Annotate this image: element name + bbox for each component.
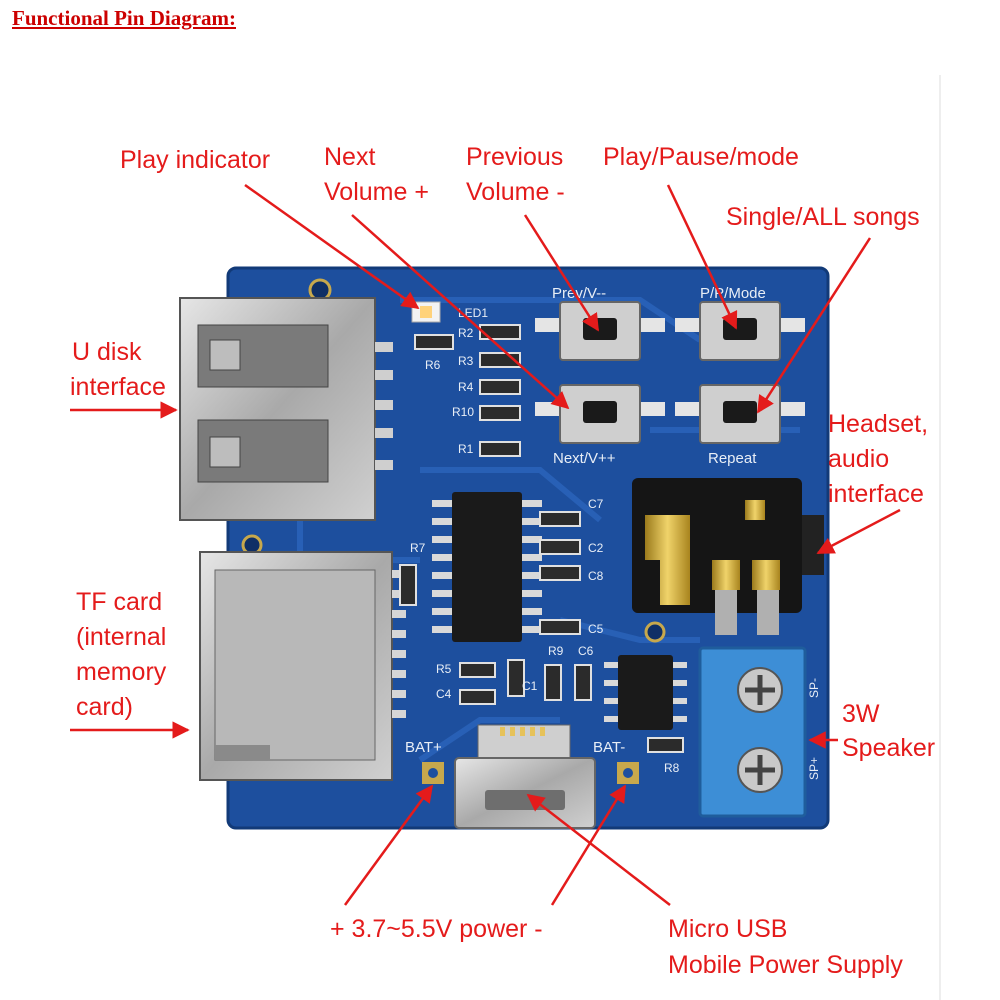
label-tf-line1: TF card <box>76 588 162 616</box>
silk-sp-minus: SP- <box>807 678 821 698</box>
arrow-next <box>351 214 570 410</box>
silk-c8: C8 <box>588 569 604 583</box>
play-indicator-led <box>411 301 441 323</box>
label-speaker-line2: Speaker <box>842 734 935 762</box>
label-headset-line1: Headset, <box>828 410 928 438</box>
arrow-power-minus <box>550 784 627 906</box>
label-tf-line3: memory <box>76 658 167 686</box>
silk-bat-plus: BAT+ <box>405 739 442 756</box>
silk-repeat: Repeat <box>708 450 757 467</box>
silk-r4: R4 <box>458 380 474 394</box>
page-title: Functional Pin Diagram: <box>12 6 236 30</box>
silk-c1: C1 <box>522 679 538 693</box>
silk-r8: R8 <box>664 761 680 775</box>
arrow-play-pause <box>666 184 738 330</box>
headset-audio-jack <box>632 478 824 635</box>
label-headset-line2: audio <box>828 445 889 473</box>
silk-r1: R1 <box>458 442 474 456</box>
arrow-headset <box>816 508 901 555</box>
label-single-all: Single/ALL songs <box>726 203 920 231</box>
arrow-micro-usb <box>526 793 671 906</box>
battery-pads <box>422 762 639 784</box>
label-usb-line1: Micro USB <box>668 915 787 943</box>
silk-r9: R9 <box>548 644 564 658</box>
silk-next: Next/V++ <box>553 450 616 467</box>
usb-a-connector <box>179 297 393 521</box>
arrow-play-indicator <box>244 183 420 310</box>
label-tf-line2: (internal <box>76 623 166 651</box>
callout-arrows <box>70 183 901 906</box>
silk-c2: C2 <box>588 541 604 555</box>
tf-card-slot <box>199 551 406 781</box>
arrow-power-plus <box>343 784 434 906</box>
silk-c6: C6 <box>578 644 594 658</box>
arrow-prev <box>523 214 600 332</box>
label-udisk-line1: U disk <box>72 338 142 366</box>
label-next-line2: Volume + <box>324 178 429 206</box>
label-speaker-line1: 3W <box>842 700 880 728</box>
amplifier-ic <box>604 655 687 730</box>
silk-r7: R7 <box>410 541 426 555</box>
label-tf-line4: card) <box>76 693 133 721</box>
label-headset-line3: interface <box>828 480 924 508</box>
label-next-line1: Next <box>324 143 375 171</box>
silk-r5: R5 <box>436 662 452 676</box>
silk-c5: C5 <box>588 622 604 636</box>
smd-components <box>399 324 684 753</box>
label-prev-line1: Previous <box>466 143 563 171</box>
label-play-pause: Play/Pause/mode <box>603 143 799 171</box>
arrow-single-all <box>756 237 872 414</box>
silk-r6: R6 <box>425 358 441 372</box>
silk-c7: C7 <box>588 497 604 511</box>
button-next[interactable] <box>535 384 665 444</box>
main-ic-chip <box>432 492 542 642</box>
silk-bat-minus: BAT- <box>593 739 625 756</box>
silk-sp-plus: SP+ <box>807 757 821 780</box>
button-play-pause[interactable] <box>675 301 805 361</box>
label-prev-line2: Volume - <box>466 178 565 206</box>
speaker-terminal <box>698 646 807 818</box>
label-udisk-line2: interface <box>70 373 166 401</box>
silk-pp-mode: P/P/Mode <box>700 285 766 302</box>
silk-r10: R10 <box>452 405 474 419</box>
label-play-indicator: Play indicator <box>120 146 270 174</box>
silk-c4: C4 <box>436 687 452 701</box>
label-power: + 3.7~5.5V power - <box>330 915 543 943</box>
silk-r2: R2 <box>458 326 474 340</box>
label-usb-line2: Mobile Power Supply <box>668 951 903 979</box>
silk-prev: Prev/V-- <box>552 285 606 302</box>
silk-r3: R3 <box>458 354 474 368</box>
